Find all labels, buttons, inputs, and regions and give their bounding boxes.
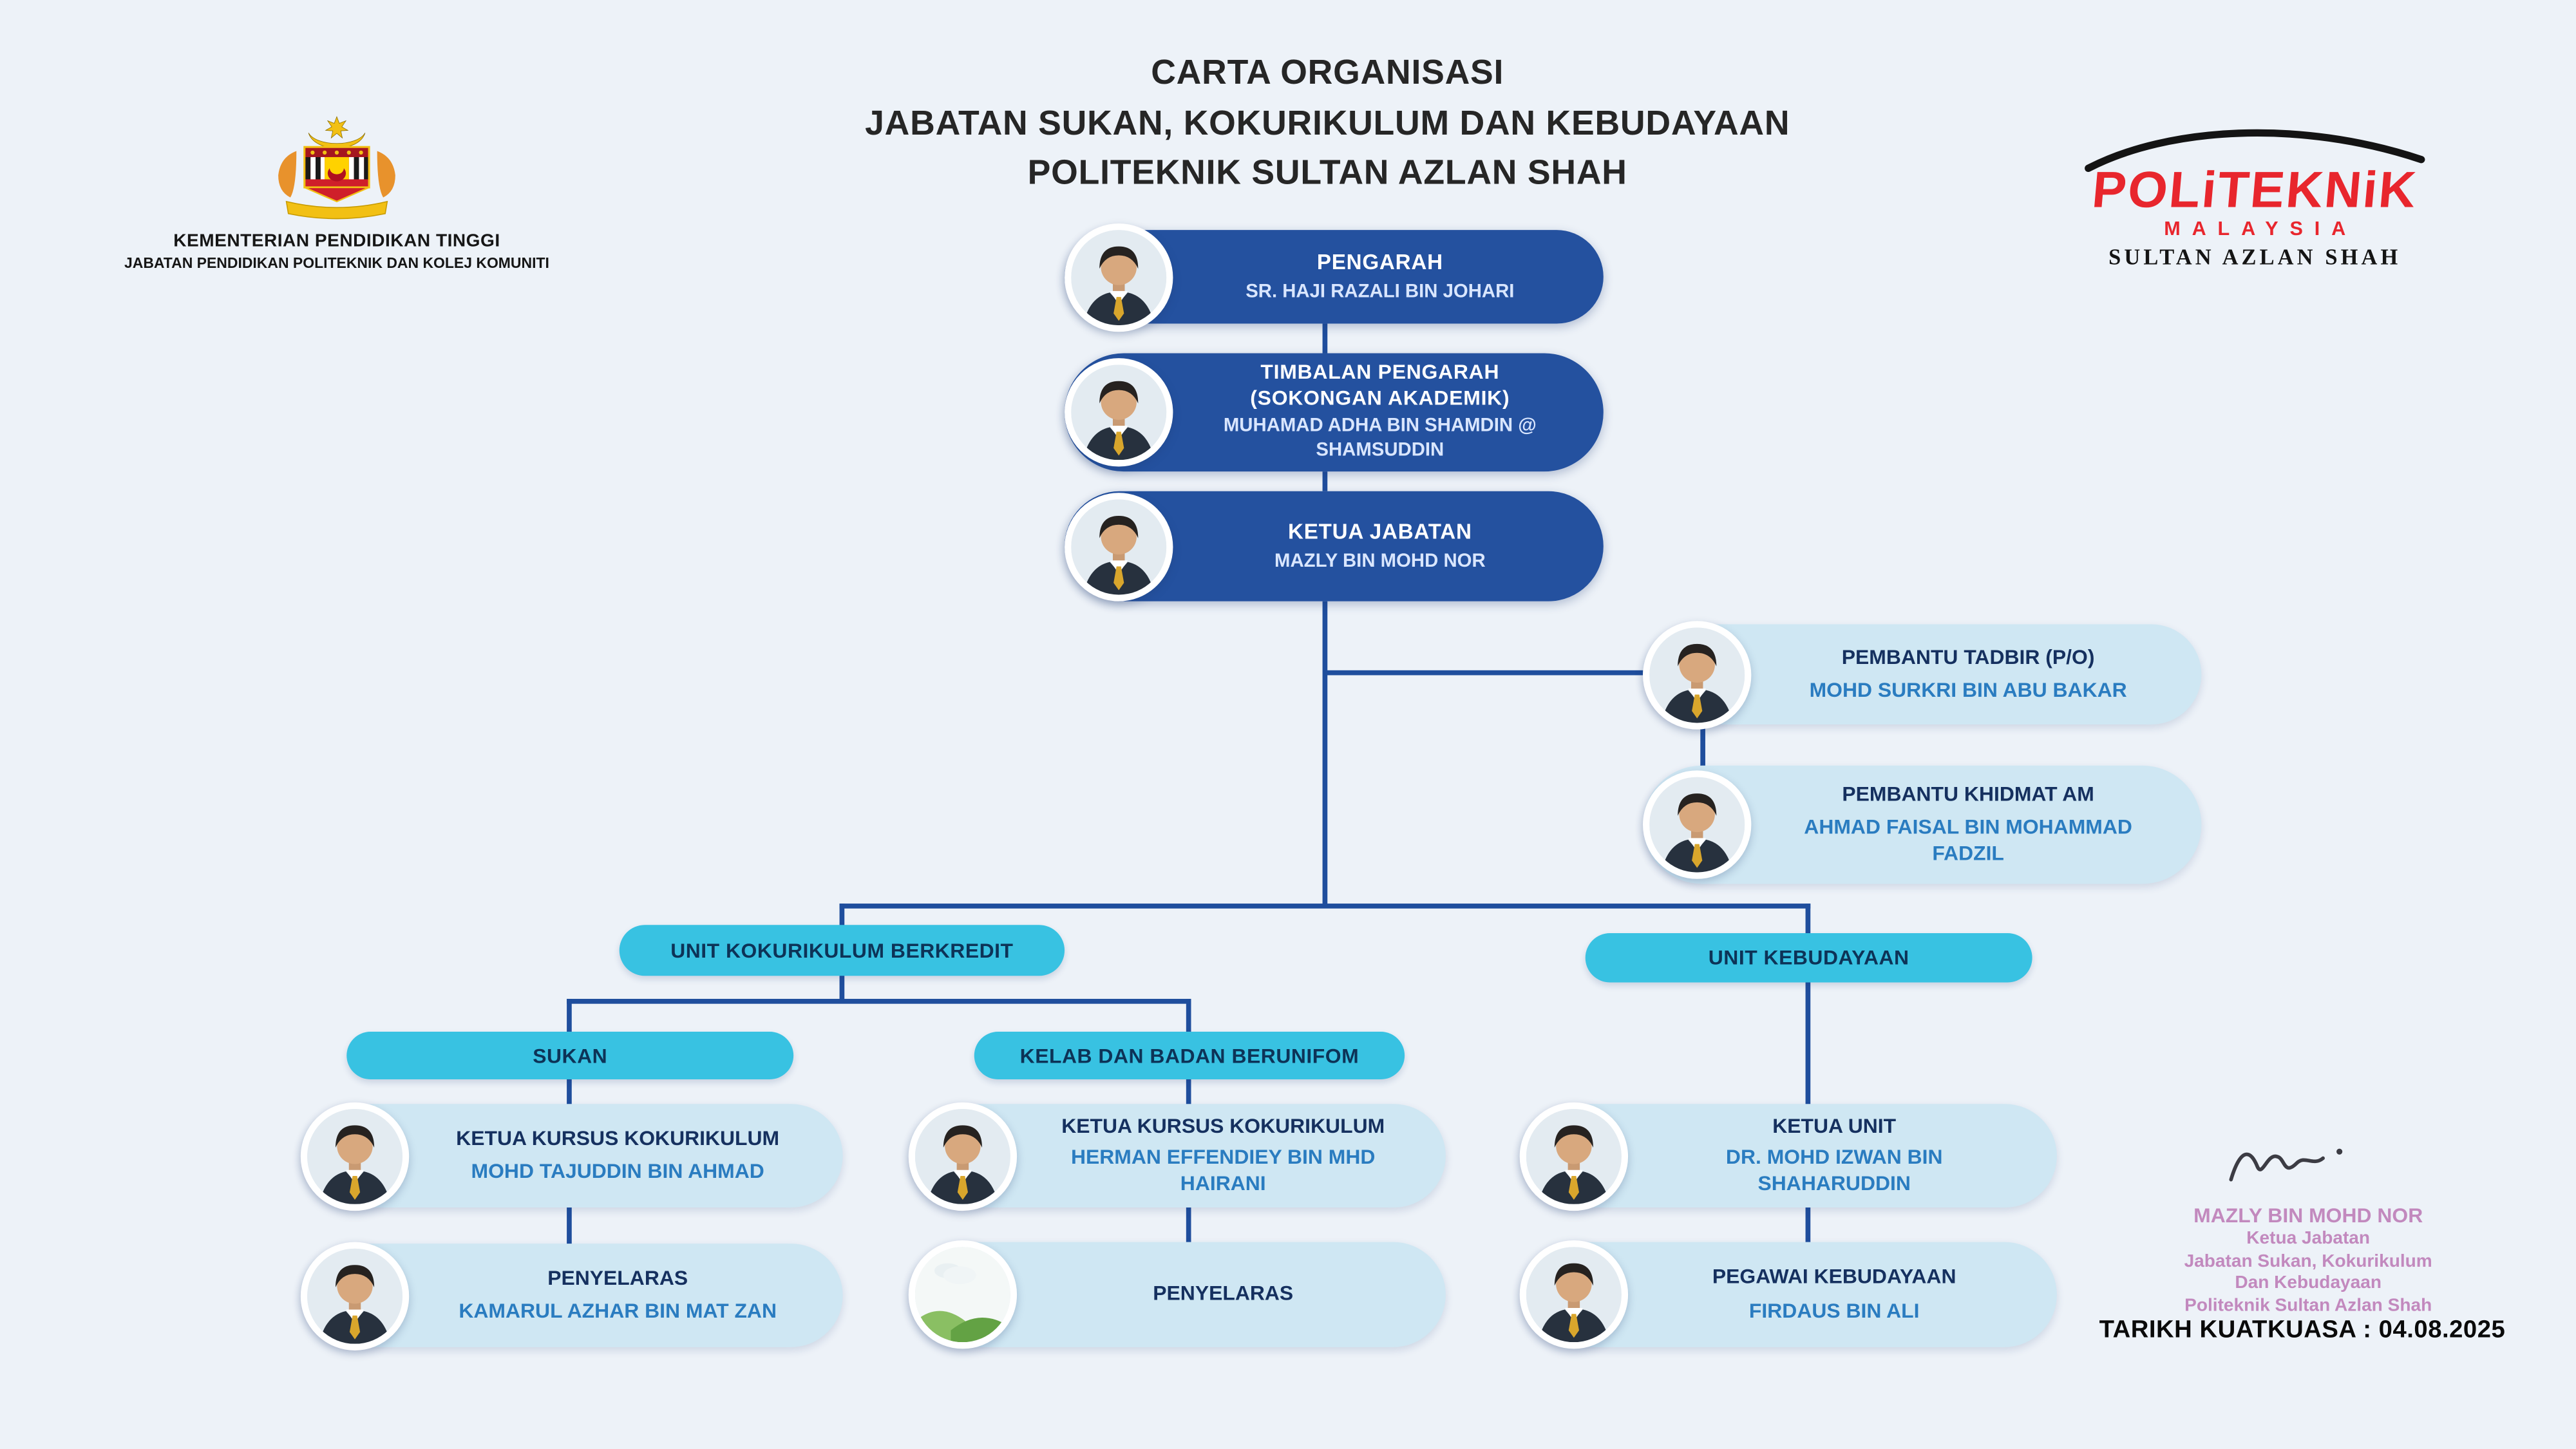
- signature-icon: [2229, 1148, 2343, 1182]
- connector-line: [1805, 980, 1811, 1106]
- effective-date: TARIKH KUATKUASA : 04.08.2025: [2099, 1316, 2506, 1344]
- pill-unit-kokurikulum-berkredit: UNIT KOKURIKULUM BERKREDIT: [619, 925, 1065, 976]
- connector-line: [839, 974, 845, 1001]
- connector-line: [1186, 1206, 1191, 1244]
- node-name: MUHAMAD ADHA BIN SHAMDIN @ SHAMSUDDIN: [1223, 417, 1537, 461]
- kelab-ketua-photo: [908, 1101, 1018, 1210]
- node-ketua-jabatan: KETUA JABATAN MAZLY BIN MOHD NOR: [1065, 491, 1604, 601]
- connector-line: [1186, 1077, 1191, 1106]
- pill-kelab-dan-badan-berunifom: KELAB DAN BADAN BERUNIFOM: [974, 1032, 1405, 1080]
- node-title: PENGARAH: [1316, 249, 1443, 274]
- node-sukan-ketua-kursus: KETUA KURSUS KOKURIKULUM MOHD TAJUDDIN B…: [300, 1101, 843, 1210]
- node-title: KETUA JABATAN: [1287, 518, 1472, 543]
- connector-line: [567, 999, 572, 1034]
- node-title: KETUA KURSUS KOKURIKULUM: [456, 1126, 780, 1150]
- politeknik-wordmark: POLiTEKNiK: [2090, 160, 2420, 219]
- node-name: AHMAD FAISAL BIN MOHAMMAD FADZIL: [1804, 815, 2132, 865]
- campus-name: SULTAN AZLAN SHAH: [2108, 245, 2401, 270]
- node-title: PENYELARAS: [1153, 1282, 1294, 1305]
- connector-line: [567, 1206, 572, 1245]
- connector-line: [1322, 323, 1328, 354]
- sukan-ketua-photo: [300, 1101, 410, 1210]
- node-name: DR. MOHD IZWAN BIN SHAHARUDDIN: [1725, 1146, 1943, 1196]
- node-pembantu-khidmat-am: PEMBANTU KHIDMAT AM AHMAD FAISAL BIN MOH…: [1643, 765, 2202, 884]
- node-pengarah: PENGARAH SR. HAJI RAZALI BIN JOHARI: [1065, 222, 1604, 332]
- connector-line: [1186, 999, 1191, 1034]
- node-name: FIRDAUS BIN ALI: [1748, 1299, 1920, 1322]
- node-name: MAZLY BIN MOHD NOR: [1274, 551, 1486, 571]
- ketua-jabatan-photo: [1065, 492, 1173, 601]
- title-line-2: JABATAN SUKAN, KOKURIKULUM DAN KEBUDAYAA…: [865, 104, 1790, 142]
- pill-label: UNIT KOKURIKULUM BERKREDIT: [670, 938, 1014, 962]
- connector-line: [1805, 904, 1811, 935]
- connector-line: [1324, 670, 1647, 676]
- node-pegawai-kebudayaan: PEGAWAI KEBUDAYAAN FIRDAUS BIN ALI: [1519, 1240, 2057, 1349]
- node-title: PEMBANTU TADBIR (P/O): [1841, 645, 2095, 668]
- pegawai-kebudayaan-photo: [1519, 1240, 1629, 1349]
- pill-label: SUKAN: [533, 1044, 608, 1067]
- malaysia-wordmark: MALAYSIA: [2164, 216, 2358, 240]
- connector-line: [839, 904, 845, 927]
- kelab-penyelaras-placeholder-photo: [908, 1240, 1018, 1349]
- timbalan-photo: [1065, 358, 1173, 467]
- title-line-3: POLITEKNIK SULTAN AZLAN SHAH: [1027, 154, 1627, 193]
- politeknik-logo-block: POLiTEKNiK MALAYSIA SULTAN AZLAN SHAH: [2045, 122, 2465, 271]
- connector-line: [567, 999, 1191, 1004]
- ministry-department: JABATAN PENDIDIKAN POLITEKNIK DAN KOLEJ …: [124, 254, 549, 271]
- pembantu-tadbir-photo: [1643, 620, 1752, 729]
- node-kebudayaan-ketua-unit: KETUA UNIT DR. MOHD IZWAN BIN SHAHARUDDI…: [1519, 1101, 2057, 1210]
- node-title: KETUA UNIT: [1772, 1113, 1897, 1137]
- ministry-name: KEMENTERIAN PENDIDIKAN TINGGI: [173, 231, 500, 252]
- ministry-logo-block: KEMENTERIAN PENDIDIKAN TINGGI JABATAN PE…: [74, 115, 600, 271]
- node-title: TIMBALAN PENGARAH (SOKONGAN AKADEMIK): [1250, 360, 1510, 410]
- sukan-penyelaras-photo: [300, 1241, 410, 1350]
- node-name: SR. HAJI RAZALI BIN JOHARI: [1245, 281, 1515, 302]
- title-line-1: CARTA ORGANISASI: [1151, 54, 1504, 92]
- stamp-name: MAZLY BIN MOHD NOR: [2193, 1204, 2423, 1227]
- pill-label: UNIT KEBUDAYAAN: [1708, 946, 1909, 970]
- connector-line: [1322, 601, 1328, 907]
- node-name: HERMAN EFFENDIEY BIN MHD HAIRANI: [1070, 1146, 1376, 1196]
- node-title: PENYELARAS: [547, 1265, 688, 1289]
- node-title: PEMBANTU KHIDMAT AM: [1842, 782, 2094, 806]
- pembantu-khidmat-photo: [1643, 770, 1752, 879]
- connector-line: [1700, 724, 1705, 768]
- connector-line: [839, 904, 1811, 909]
- pengarah-photo: [1065, 222, 1173, 332]
- node-title: KETUA KURSUS KOKURIKULUM: [1061, 1113, 1385, 1137]
- connector-line: [567, 1077, 572, 1106]
- page-title: CARTA ORGANISASI JABATAN SUKAN, KOKURIKU…: [79, 50, 2576, 200]
- connector-line: [1322, 471, 1328, 491]
- node-kelab-ketua-kursus: KETUA KURSUS KOKURIKULUM HERMAN EFFENDIE…: [908, 1101, 1446, 1210]
- swoosh-icon: [2085, 129, 2425, 173]
- ketua-unit-photo: [1519, 1101, 1629, 1210]
- node-name: MOHD SURKRI BIN ABU BAKAR: [1809, 679, 2127, 702]
- node-kelab-penyelaras: PENYELARAS: [908, 1240, 1446, 1349]
- connector-line: [1805, 1206, 1811, 1244]
- approval-stamp: MAZLY BIN MOHD NOR Ketua Jabatan Jabatan…: [2119, 1204, 2497, 1318]
- node-pembantu-tadbir: PEMBANTU TADBIR (P/O) MOHD SURKRI BIN AB…: [1643, 620, 2202, 729]
- pill-unit-kebudayaan: UNIT KEBUDAYAAN: [1585, 933, 2032, 983]
- pill-sukan: SUKAN: [346, 1032, 794, 1080]
- node-name: KAMARUL AZHAR BIN MAT ZAN: [459, 1300, 777, 1323]
- node-timbalan-pengarah: TIMBALAN PENGARAH (SOKONGAN AKADEMIK) MU…: [1065, 353, 1604, 472]
- node-title: PEGAWAI KEBUDAYAAN: [1712, 1265, 1956, 1289]
- node-name: MOHD TAJUDDIN BIN AHMAD: [471, 1160, 764, 1184]
- stamp-designation: Ketua Jabatan Jabatan Sukan, Kokurikulum…: [2184, 1229, 2432, 1316]
- coat-of-arms-icon: [266, 115, 407, 223]
- pill-label: KELAB DAN BADAN BERUNIFOM: [1019, 1044, 1359, 1067]
- node-sukan-penyelaras: PENYELARAS KAMARUL AZHAR BIN MAT ZAN: [300, 1241, 843, 1350]
